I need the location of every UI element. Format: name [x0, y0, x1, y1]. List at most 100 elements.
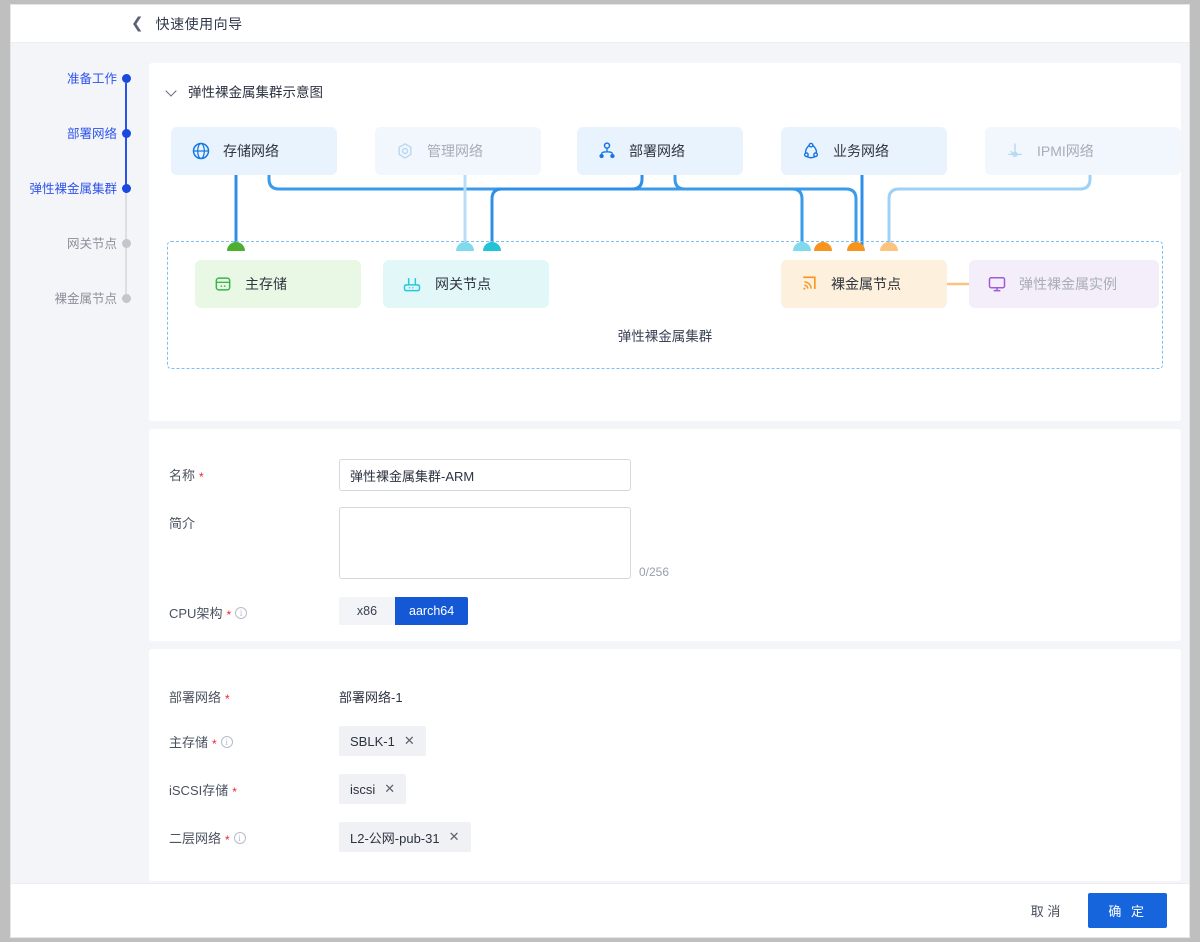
tag-label: SBLK-1	[350, 733, 395, 749]
form-row-l2-network: 二层网络 * i L2-公网-pub-31 ✕	[149, 804, 1181, 852]
cluster-boundary	[167, 241, 1163, 369]
name-input[interactable]	[339, 459, 631, 491]
basic-info-panel: 名称 * 简介 0/256 CPU架构 * i x86 aarch64	[149, 429, 1181, 641]
primary-storage-label: 主存储 * i	[169, 726, 339, 751]
info-icon[interactable]: i	[233, 831, 246, 844]
diagram-panel: 弹性裸金属集群示意图	[149, 63, 1181, 421]
iscsi-storage-label: iSCSI存储 *	[169, 774, 339, 799]
target-icon	[398, 143, 412, 159]
step-item-0[interactable]: 准备工作	[11, 72, 139, 138]
network-label: IPMI网络	[1037, 143, 1094, 159]
step-dot	[122, 184, 131, 193]
remove-tag-close-icon[interactable]: ✕	[448, 829, 460, 844]
cpu-arch-option-aarch64[interactable]: aarch64	[395, 597, 469, 625]
cpu-arch-segmented-control[interactable]: x86 aarch64	[339, 597, 469, 625]
description-textarea[interactable]	[339, 507, 631, 579]
network-label: 存储网络	[223, 143, 279, 159]
step-rail: 准备工作 部署网络 弹性裸金属集群 网关节点 裸金属节点	[11, 44, 139, 924]
cluster-topology-diagram: 存储网络 管理网络 部署网络	[149, 111, 1181, 411]
node-label: 弹性裸金属实例	[1019, 276, 1117, 292]
step-label: 网关节点	[66, 237, 117, 251]
l2-network-label: 二层网络 * i	[169, 822, 339, 847]
page-title: 快速使用向导	[155, 15, 243, 32]
remove-tag-close-icon[interactable]: ✕	[403, 733, 415, 748]
chevron-down-icon[interactable]	[165, 84, 179, 98]
form-row-deploy-network: 部署网络 * 部署网络-1	[149, 649, 1181, 706]
form-row-primary-storage: 主存储 * i SBLK-1 ✕	[149, 706, 1181, 756]
window-header: ❮ 快速使用向导	[11, 5, 1189, 43]
required-asterisk: *	[212, 736, 217, 751]
network-box-storage[interactable]: 存储网络	[171, 127, 337, 175]
step-connector	[125, 193, 127, 248]
step-dot	[122, 129, 131, 138]
network-box-ipmi[interactable]: IPMI网络	[985, 127, 1181, 175]
form-row-description: 简介 0/256	[149, 491, 1181, 579]
node-box-gateway[interactable]: 网关节点	[383, 260, 549, 308]
required-asterisk: *	[199, 469, 204, 484]
topology-icon	[599, 142, 615, 159]
node-label: 网关节点	[435, 276, 491, 292]
back-chevron-left-icon[interactable]: ❮	[131, 15, 144, 32]
label-text: 二层网络	[169, 831, 222, 846]
step-dot	[122, 239, 131, 248]
label-text: 部署网络	[169, 690, 222, 705]
cluster-caption: 弹性裸金属集群	[617, 329, 713, 344]
step-label: 部署网络	[66, 127, 117, 141]
primary-storage-tag[interactable]: SBLK-1 ✕	[339, 726, 426, 756]
form-row-cpu-arch: CPU架构 * i x86 aarch64	[149, 579, 1181, 625]
ipmi-icon	[1008, 143, 1022, 157]
step-dot	[122, 294, 131, 303]
diagram-title: 弹性裸金属集群示意图	[188, 85, 323, 100]
l2-network-tag[interactable]: L2-公网-pub-31 ✕	[339, 822, 471, 852]
database-icon	[215, 277, 231, 291]
signal-icon	[803, 276, 816, 290]
step-label: 裸金属节点	[54, 292, 117, 306]
share-icon	[803, 142, 819, 159]
globe-icon	[192, 142, 210, 160]
description-label: 简介	[169, 507, 339, 532]
form-row-iscsi-storage: iSCSI存储 * iscsi ✕	[149, 756, 1181, 804]
network-label: 业务网络	[833, 143, 889, 159]
required-asterisk: *	[226, 607, 232, 622]
tag-label: L2-公网-pub-31	[350, 830, 440, 846]
network-box-deploy[interactable]: 部署网络	[577, 127, 743, 175]
wizard-window: ❮ 快速使用向导 准备工作 部署网络 弹性裸金属集群 网关节点 裸金属节点	[10, 4, 1190, 938]
step-item-4[interactable]: 裸金属节点	[11, 292, 139, 347]
required-asterisk: *	[225, 832, 230, 847]
tag-label: iscsi	[350, 781, 376, 797]
label-text: iSCSI存储	[169, 783, 229, 798]
node-label: 主存储	[245, 276, 287, 292]
remove-tag-close-icon[interactable]: ✕	[384, 781, 396, 796]
step-dot	[122, 74, 131, 83]
cpu-arch-option-x86[interactable]: x86	[339, 597, 395, 625]
label-text: 名称	[169, 468, 196, 483]
info-icon[interactable]: i	[220, 735, 233, 748]
monitor-icon	[988, 277, 1006, 292]
confirm-button[interactable]: 确 定	[1088, 893, 1167, 928]
dialog-footer: 取 消 确 定	[11, 883, 1189, 937]
network-box-management[interactable]: 管理网络	[375, 127, 541, 175]
info-icon[interactable]: i	[235, 606, 248, 619]
step-connector	[125, 138, 127, 193]
step-item-1[interactable]: 部署网络	[11, 127, 139, 193]
node-box-bare-metal[interactable]: 裸金属节点	[781, 260, 947, 308]
required-asterisk: *	[232, 784, 237, 799]
network-box-business[interactable]: 业务网络	[781, 127, 947, 175]
iscsi-storage-tag[interactable]: iscsi ✕	[339, 774, 407, 804]
diagram-panel-header[interactable]: 弹性裸金属集群示意图	[149, 63, 1181, 101]
label-text: 简介	[169, 516, 196, 531]
name-label: 名称 *	[169, 459, 339, 484]
node-box-primary-storage[interactable]: 主存储	[195, 260, 361, 308]
node-box-bare-metal-instance[interactable]: 弹性裸金属实例	[969, 260, 1159, 308]
step-label: 准备工作	[66, 72, 117, 86]
deploy-network-label: 部署网络 *	[169, 681, 339, 706]
network-config-panel: 部署网络 * 部署网络-1 主存储 * i SBLK-1 ✕ iSCSI存储 *…	[149, 649, 1181, 881]
step-item-2[interactable]: 弹性裸金属集群	[11, 182, 139, 248]
network-label: 部署网络	[629, 143, 685, 159]
required-asterisk: *	[225, 691, 230, 706]
cpu-arch-label: CPU架构 * i	[169, 597, 339, 622]
step-item-3[interactable]: 网关节点	[11, 237, 139, 303]
cancel-button[interactable]: 取 消	[1017, 894, 1075, 927]
step-connector	[125, 248, 127, 303]
router-icon	[403, 278, 421, 292]
